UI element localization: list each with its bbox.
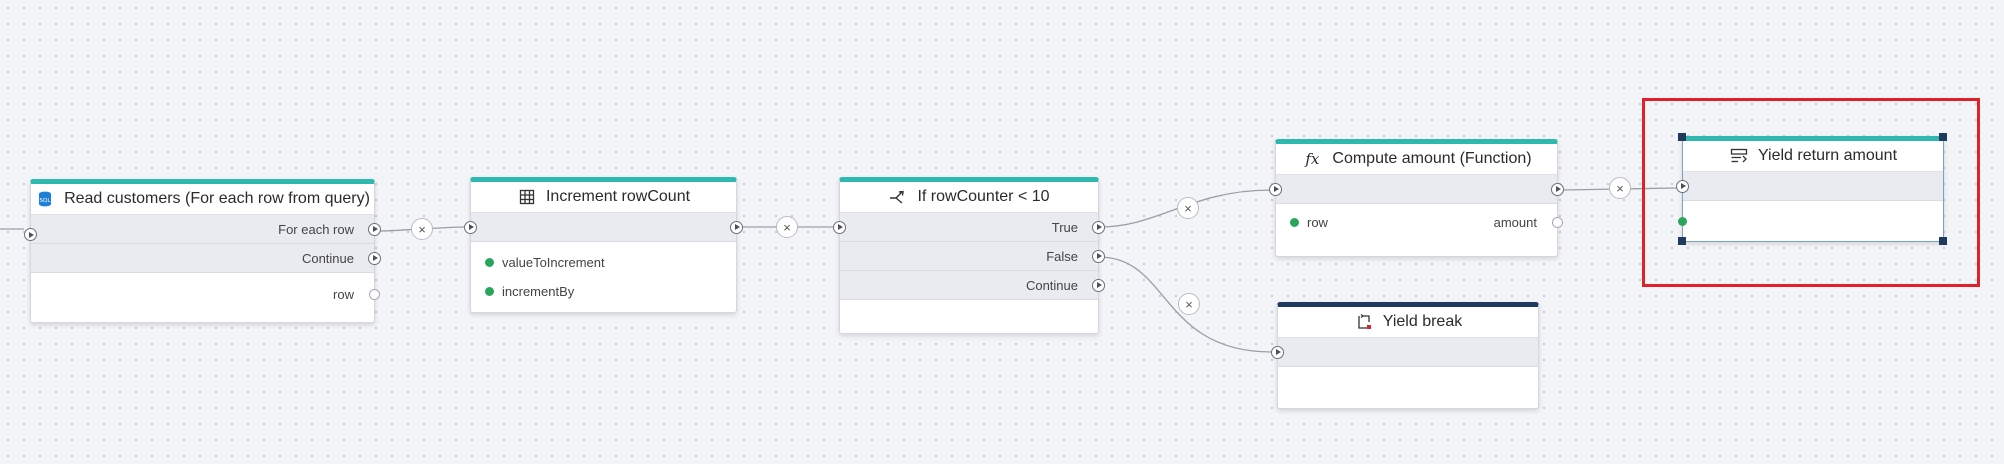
data-output-row: row	[31, 273, 380, 315]
flow-output-row: Continue	[840, 271, 1105, 300]
node-title: Yield return amount	[1757, 147, 1898, 164]
flow-output-port-for-each-row[interactable]	[368, 222, 381, 236]
node-if-rowcounter[interactable]: If rowCounter < 10 True False Continue	[833, 177, 1105, 334]
flow-input-port[interactable]	[1269, 182, 1282, 196]
svg-text:SQL: SQL	[40, 198, 52, 204]
output-label: For each row	[278, 221, 354, 237]
data-input-port[interactable]	[1678, 216, 1687, 226]
flow-output-port[interactable]	[1551, 182, 1564, 196]
resize-handle-top-right[interactable]	[1939, 133, 1947, 141]
data-output-label: row	[333, 286, 354, 302]
node-title: If rowCounter < 10	[917, 188, 1050, 205]
flow-input-port[interactable]	[1271, 345, 1284, 359]
input-label: incrementBy	[502, 284, 575, 299]
flow-port-row	[1269, 175, 1564, 204]
node-yield-return-amount[interactable]: Yield return amount	[1676, 136, 1944, 242]
flow-port-row	[1271, 338, 1538, 367]
output-label: True	[1051, 219, 1078, 235]
data-port-row: row amount	[1276, 208, 1563, 237]
flow-output-row: Continue	[31, 244, 381, 273]
input-label: valueToIncrement	[502, 255, 605, 270]
flow-output-port-continue[interactable]	[368, 251, 381, 265]
data-output-port-row[interactable]	[369, 288, 380, 300]
remove-connection-button[interactable]: ×	[411, 218, 433, 240]
yield-break-icon	[1354, 312, 1374, 332]
node-read-customers[interactable]: SQL Read customers (For each row from qu…	[24, 179, 381, 323]
flow-output-port[interactable]	[730, 220, 743, 234]
input-label: row	[1307, 215, 1328, 230]
flow-output-row: For each row	[31, 215, 381, 244]
flow-port-row	[464, 213, 743, 242]
sql-database-icon: SQL	[35, 189, 55, 209]
yield-return-icon	[1729, 146, 1749, 166]
flow-input-port[interactable]	[24, 228, 37, 241]
data-input-row: valueToIncrement	[471, 248, 736, 277]
data-output-port-amount[interactable]	[1552, 217, 1563, 228]
remove-connection-button[interactable]: ×	[1177, 197, 1199, 219]
output-label: False	[1046, 248, 1078, 264]
node-title: Increment rowCount	[545, 188, 691, 205]
node-compute-amount[interactable]: fx Compute amount (Function) row amount	[1269, 139, 1564, 257]
remove-connection-button[interactable]: ×	[1178, 293, 1200, 315]
flow-output-row: False	[840, 242, 1105, 271]
flow-input-port[interactable]	[833, 220, 846, 234]
flow-output-port-false[interactable]	[1092, 249, 1105, 263]
node-title: Compute amount (Function)	[1332, 150, 1532, 167]
branch-icon	[888, 187, 908, 207]
flow-output-port-continue[interactable]	[1092, 278, 1105, 292]
resize-handle-bottom-left[interactable]	[1678, 237, 1686, 245]
node-increment-rowcount[interactable]: Increment rowCount valueToIncrement incr…	[464, 177, 743, 313]
resize-handle-top-left[interactable]	[1678, 133, 1686, 141]
function-icon: fx	[1305, 150, 1320, 168]
remove-connection-button[interactable]: ×	[776, 216, 798, 238]
flow-port-row	[1676, 172, 1943, 201]
table-grid-icon	[517, 187, 537, 207]
remove-connection-button[interactable]: ×	[1609, 177, 1631, 199]
node-yield-break[interactable]: Yield break	[1271, 302, 1539, 409]
flow-input-port[interactable]	[464, 220, 477, 234]
flow-output-port-true[interactable]	[1092, 220, 1105, 234]
node-title: Yield break	[1382, 313, 1463, 330]
flow-output-row: True	[833, 213, 1105, 242]
node-title: Read customers (For each row from query)	[64, 190, 370, 207]
output-label: amount	[1493, 215, 1537, 230]
flow-input-port[interactable]	[1676, 179, 1689, 193]
output-label: Continue	[1025, 277, 1078, 293]
data-input-port-row[interactable]	[1290, 218, 1299, 227]
resize-handle-bottom-right[interactable]	[1939, 237, 1947, 245]
selection-highlight-frame	[1642, 98, 1980, 287]
data-input-port[interactable]	[485, 287, 494, 296]
data-input-row	[1678, 201, 1943, 241]
data-input-port[interactable]	[485, 258, 494, 267]
data-input-row: incrementBy	[471, 277, 736, 306]
output-label: Continue	[301, 250, 354, 266]
